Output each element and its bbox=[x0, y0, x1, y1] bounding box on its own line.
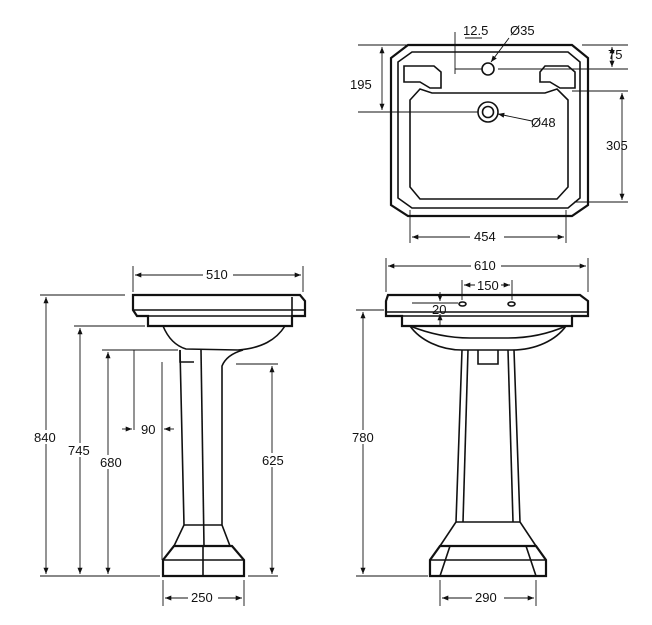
front-trap bbox=[477, 350, 499, 365]
side-pedestal bbox=[172, 349, 244, 547]
leader bbox=[497, 112, 533, 122]
waste-inner bbox=[481, 105, 495, 119]
dim-height-680: 680 bbox=[100, 455, 122, 470]
dim-rim-20: 20 bbox=[432, 302, 446, 317]
dim-front-height: 780 bbox=[352, 430, 374, 445]
front-bowl-inner bbox=[409, 325, 567, 339]
dim-offset-90: 90 bbox=[141, 422, 155, 437]
front-plinth-line bbox=[525, 545, 537, 577]
dim-rim-height: 745 bbox=[68, 443, 90, 458]
dim-front-base-width: 290 bbox=[475, 590, 497, 605]
soap-dish-left bbox=[403, 65, 442, 89]
dim-front-width: 610 bbox=[474, 258, 496, 273]
dim-pedestal-height: 625 bbox=[262, 453, 284, 468]
front-bowl bbox=[409, 325, 567, 351]
tap-hole bbox=[481, 62, 495, 76]
dim-width: 454 bbox=[474, 229, 496, 244]
dim-side-depth: 510 bbox=[206, 267, 228, 282]
side-basin-top bbox=[131, 293, 307, 328]
front-view: 610 150 20 780 290 bbox=[350, 258, 590, 606]
soap-dish-right bbox=[539, 65, 576, 89]
dim-bowl-depth: 305 bbox=[606, 138, 628, 153]
side-view: 510 840 745 680 90 625 250 bbox=[30, 266, 307, 606]
basin-outline bbox=[389, 43, 590, 218]
front-tap-hole-right bbox=[507, 301, 516, 307]
front-pedestal-facet bbox=[462, 349, 469, 523]
leader bbox=[490, 37, 510, 63]
front-pedestal-facet bbox=[507, 349, 514, 523]
dim-overall-height: 840 bbox=[34, 430, 56, 445]
basin-rim-inner bbox=[397, 51, 581, 209]
side-pedestal-edge bbox=[200, 349, 205, 547]
dim-hole-offset: 12.5 bbox=[463, 23, 488, 38]
dim-rim-depth: 75 bbox=[608, 47, 622, 62]
waste-outer bbox=[477, 101, 499, 123]
front-tap-hole-left bbox=[458, 301, 467, 307]
dim-waste-dia: Ø48 bbox=[531, 115, 556, 130]
side-trap bbox=[179, 350, 194, 363]
dim-tap-hole-dia: Ø35 bbox=[510, 23, 535, 38]
basin-bowl bbox=[409, 88, 569, 200]
front-basin-top bbox=[384, 293, 590, 328]
front-pedestal bbox=[438, 349, 538, 547]
top-view: 12.5 Ø35 75 195 Ø48 305 454 bbox=[350, 23, 628, 244]
dim-base-width: 250 bbox=[191, 590, 213, 605]
front-plinth-line bbox=[439, 545, 451, 577]
front-plinth bbox=[428, 544, 548, 578]
dim-depth: 195 bbox=[350, 77, 372, 92]
side-bowl bbox=[162, 325, 286, 351]
dim-tap-spacing: 150 bbox=[477, 278, 499, 293]
